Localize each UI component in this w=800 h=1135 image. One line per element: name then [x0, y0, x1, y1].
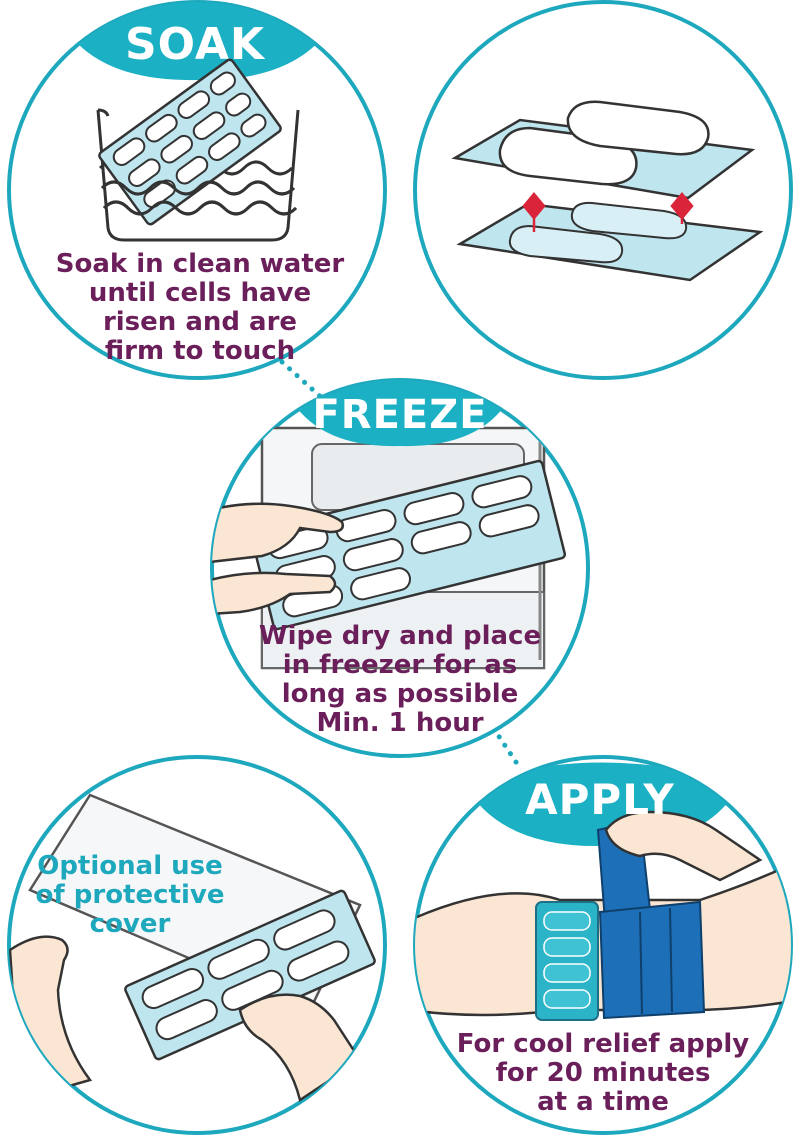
- step-freeze: [210, 378, 590, 758]
- water-bowl: [96, 109, 300, 242]
- soak-caption-line: risen and are: [102, 307, 298, 337]
- step-rise: [413, 0, 793, 380]
- soak-caption-line: until cells have: [88, 278, 312, 308]
- compression-bandage: [596, 818, 706, 1020]
- freeze-banner: [290, 380, 510, 447]
- hands: [212, 502, 344, 616]
- soak-caption-line: Soak in clean water: [55, 249, 345, 279]
- cold-pack-on-leg: [535, 901, 599, 1021]
- soak-caption-line: firm to touch: [104, 336, 296, 366]
- apply-title: APPLY: [525, 775, 675, 824]
- freeze-caption-line: long as possible: [281, 679, 519, 709]
- freeze-title: FREEZE: [312, 392, 488, 438]
- freeze-caption: Wipe dry and place in freezer for as lon…: [245, 622, 555, 738]
- step-soak: [7, 0, 387, 380]
- apply-caption-line: for 20 minutes: [495, 1058, 711, 1088]
- cover-caption-line: Optional use: [37, 851, 223, 881]
- soak-title: SOAK: [124, 19, 266, 70]
- risen-cells: [498, 100, 710, 186]
- freeze-caption-line: in freezer for as: [282, 650, 518, 680]
- apply-caption-line: For cool relief apply: [456, 1029, 750, 1059]
- apply-hand: [604, 810, 763, 882]
- cover-caption: Optional use of protective cover: [30, 852, 230, 939]
- cover-caption-line: of protective: [35, 880, 225, 910]
- covered-pack: [124, 889, 376, 1061]
- freeze-caption-line: Wipe dry and place: [258, 621, 542, 651]
- cover-caption-line: cover: [89, 909, 171, 939]
- apply-caption-line: at a time: [537, 1087, 669, 1117]
- step-cover: [7, 755, 387, 1135]
- step-apply: [413, 755, 793, 1135]
- soaking-pack: [98, 58, 282, 226]
- soak-banner: [60, 2, 335, 81]
- freeze-caption-line: Min. 1 hour: [316, 708, 484, 738]
- rise-arrows: [522, 192, 694, 232]
- soak-caption: Soak in clean water until cells have ris…: [40, 250, 360, 366]
- apply-caption: For cool relief apply for 20 minutes at …: [448, 1030, 758, 1117]
